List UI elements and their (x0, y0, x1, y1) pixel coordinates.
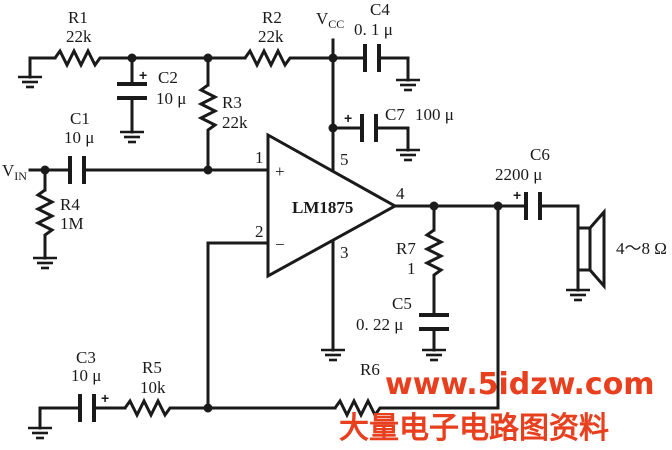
capacitor-c5 (419, 313, 449, 331)
wires (28, 38, 590, 430)
capacitor-c6 (524, 192, 542, 220)
r3-value: 22k (222, 113, 248, 132)
polarity-mark-c7: + (344, 110, 352, 126)
speaker-icon (576, 208, 606, 290)
capacitor-c7 (360, 114, 378, 142)
opamp-minus-sign: − (275, 235, 285, 254)
resistor-r7 (423, 228, 445, 280)
r5-value: 10k (140, 378, 166, 397)
r6-ref: R6 (360, 360, 380, 379)
r1-ref: R1 (68, 8, 88, 27)
speaker-impedance-label: 4～8 Ω (616, 239, 667, 258)
pin-2-label: 2 (255, 222, 264, 241)
vcc-label: VCC (316, 9, 344, 31)
r2-ref: R2 (262, 8, 282, 27)
component-labels: R1 22k R2 22k R3 22k R4 1M R5 10k R6 R7 … (60, 0, 550, 397)
resistor-r6 (333, 397, 385, 419)
r2-value: 22k (258, 27, 284, 46)
c1-ref: C1 (70, 109, 90, 128)
ground-icon (422, 348, 446, 362)
c6-value: 2200 μ (495, 165, 542, 184)
capacitor-c4 (363, 44, 381, 72)
polarity-marks: + + + + (101, 67, 521, 406)
r1-value: 22k (66, 27, 92, 46)
ground-icon (28, 426, 52, 440)
opamp-name: LM1875 (292, 198, 353, 217)
pin-1-label: 1 (255, 148, 264, 167)
c4-ref: C4 (370, 0, 390, 19)
ground-icon (566, 288, 590, 302)
resistor-r3 (197, 83, 219, 135)
resistor-r4 (34, 188, 56, 240)
r4-value: 1M (60, 214, 84, 233)
opamp-labels: LM1875 + − 1 2 3 4 5 (255, 148, 405, 262)
ground-icon (120, 130, 144, 144)
c1-value: 10 μ (64, 128, 94, 147)
pin-5-label: 5 (340, 150, 349, 169)
resistor-r2 (243, 47, 295, 69)
watermark-url: www.5idzw.com (385, 367, 655, 402)
c6-ref: C6 (530, 145, 550, 164)
c3-ref: C3 (76, 348, 96, 367)
c2-value: 10 μ (156, 89, 186, 108)
ground-icon (396, 78, 420, 92)
net-labels: VCC VIN (2, 9, 344, 183)
r5-ref: R5 (142, 358, 162, 377)
c4-value: 0. 1 μ (354, 20, 393, 39)
capacitor-c2 (117, 82, 147, 100)
ground-icon (18, 75, 42, 89)
ground-icon (396, 148, 420, 162)
c7-ref: C7 (385, 105, 405, 124)
c2-ref: C2 (158, 68, 178, 87)
capacitor-c1 (68, 156, 86, 184)
polarity-mark-c6: + (513, 187, 521, 203)
resistor-r1 (53, 47, 105, 69)
ground-symbols (18, 75, 590, 440)
resistor-r5 (123, 397, 175, 419)
opamp-plus-sign: + (275, 162, 285, 181)
c3-value: 10 μ (71, 366, 101, 385)
ground-icon (321, 348, 345, 362)
junction-dots (40, 53, 503, 413)
r4-ref: R4 (60, 195, 80, 214)
c7-value: 100 μ (415, 105, 454, 124)
polarity-mark-c2: + (139, 67, 147, 83)
polarity-mark-c3: + (101, 390, 109, 406)
c5-value: 0. 22 μ (356, 315, 403, 334)
r7-value: 1 (407, 259, 416, 278)
r7-ref: R7 (396, 239, 416, 258)
ground-icon (33, 256, 57, 270)
r3-ref: R3 (222, 93, 242, 112)
opamp-lm1875 (266, 132, 399, 279)
vin-label: VIN (2, 161, 27, 183)
pin-3-label: 3 (340, 243, 349, 262)
watermark-text: 大量电子电路图资料 (339, 411, 609, 446)
pin-4-label: 4 (396, 184, 405, 203)
watermark: www.5idzw.com 大量电子电路图资料 (339, 367, 655, 446)
capacitor-c3 (78, 394, 96, 422)
c5-ref: C5 (392, 294, 412, 313)
